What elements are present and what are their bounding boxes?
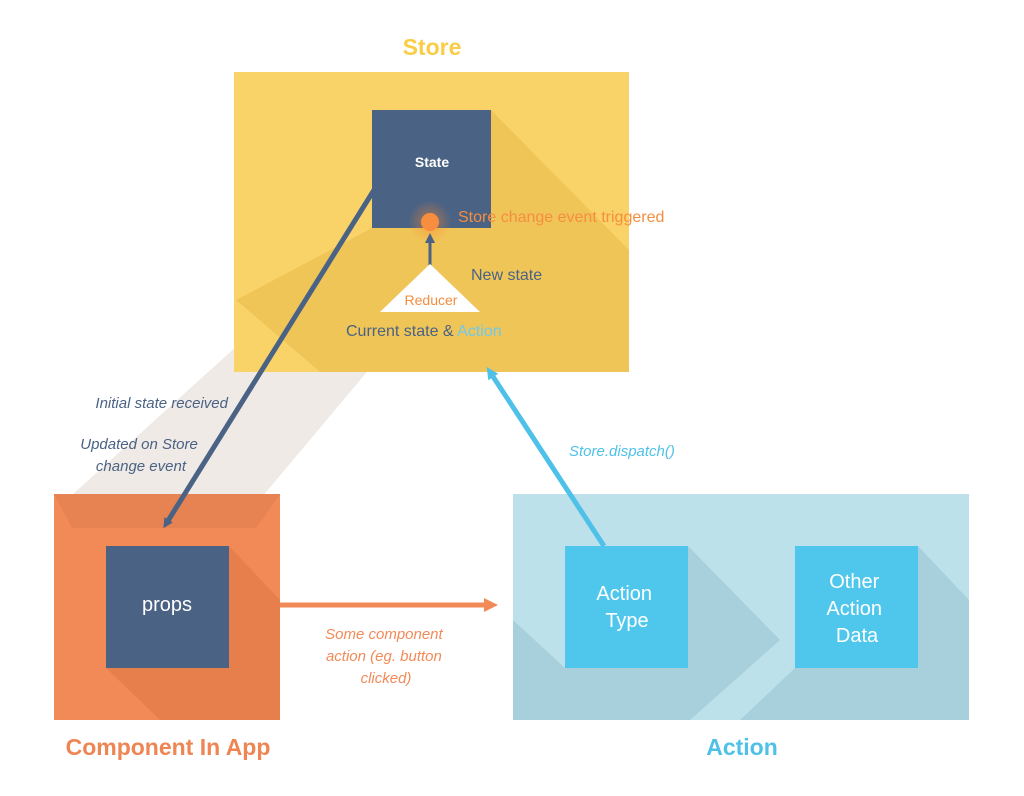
store-title: Store	[403, 34, 462, 60]
reducer-label: Reducer	[405, 292, 458, 308]
other-action-data-label: Other Action Data	[826, 571, 887, 647]
event-dot-icon	[421, 213, 439, 231]
store-change-event-label: Store change event triggered	[458, 209, 664, 226]
current-state-action: Action	[457, 323, 501, 340]
component-action-line-2: action (eg. button	[326, 648, 442, 665]
initial-state-label: Initial state received	[95, 395, 228, 412]
action-type-shadow	[513, 546, 780, 720]
current-state-prefix: Current state &	[346, 323, 457, 340]
action-type-label: Action Type	[596, 583, 657, 632]
action-type-line-1: Action	[596, 583, 652, 605]
props-box	[106, 546, 229, 668]
current-state-label: Current state & Action	[346, 323, 502, 340]
other-action-data-box	[795, 546, 918, 668]
props-label: props	[142, 594, 192, 616]
component-bevel	[54, 494, 280, 528]
updated-line-1: Updated on Store	[80, 436, 198, 453]
new-state-label: New state	[471, 267, 542, 284]
reducer-triangle	[380, 264, 480, 312]
dispatch-label: Store.dispatch()	[569, 443, 675, 460]
other-data-line-2: Action	[826, 598, 882, 620]
component-title: Component In App	[66, 734, 271, 760]
other-data-line-1: Other	[829, 571, 879, 593]
other-data-shadow	[740, 546, 969, 720]
other-data-line-3: Data	[836, 625, 879, 647]
dispatch-arrow	[486, 366, 607, 548]
state-label: State	[415, 154, 449, 170]
updated-line-2: change event	[96, 458, 187, 475]
action-type-line-2: Type	[605, 610, 648, 632]
updated-on-store-label: Updated on Store change event	[80, 436, 202, 475]
component-action-label: Some component action (eg. button clicke…	[325, 626, 447, 687]
state-to-props-arrow	[163, 188, 377, 529]
component-action-line-3: clicked)	[361, 670, 412, 687]
component-action-line-1: Some component	[325, 626, 443, 643]
props-shadow	[106, 546, 280, 720]
action-title: Action	[706, 734, 778, 760]
action-type-box	[565, 546, 688, 668]
